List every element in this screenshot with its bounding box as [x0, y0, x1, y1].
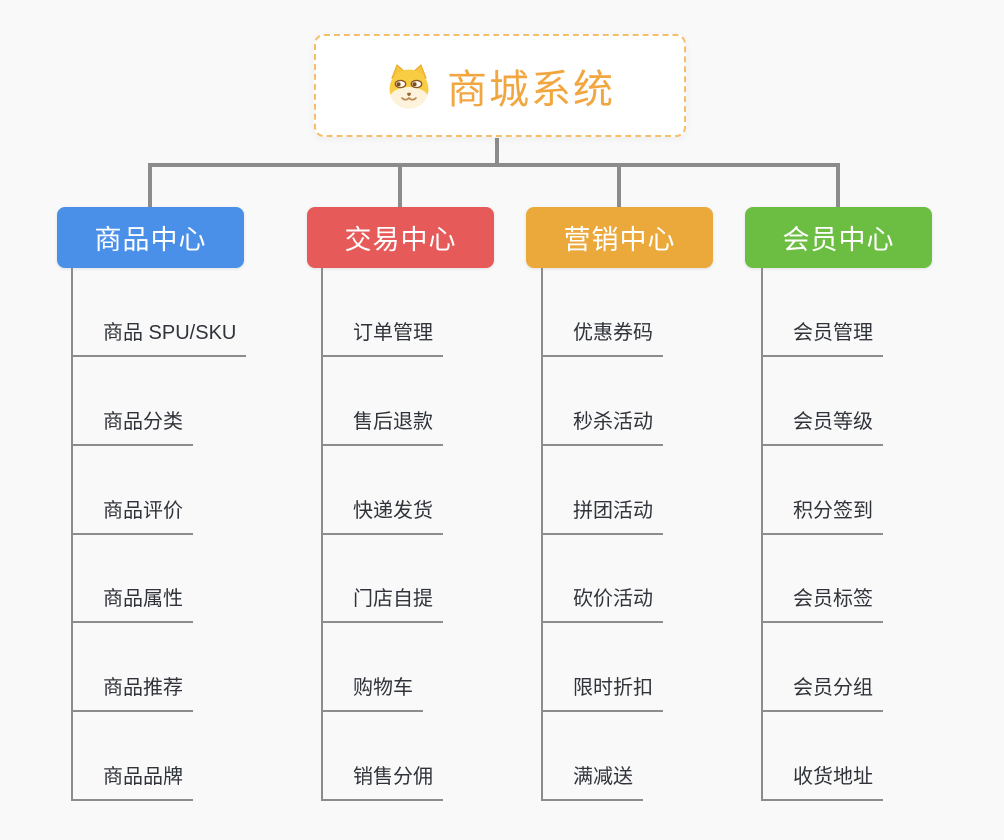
tree-leaf[interactable]: 快递发货 — [323, 496, 443, 535]
tree-leaf[interactable]: 订单管理 — [323, 318, 443, 357]
tree-leaf[interactable]: 会员标签 — [763, 584, 883, 623]
tree-leaf[interactable]: 收货地址 — [763, 762, 883, 801]
connector-drop-trade — [398, 163, 402, 207]
doge-icon — [389, 63, 429, 108]
tree-leaf[interactable]: 售后退款 — [323, 407, 443, 446]
tree-leaf[interactable]: 购物车 — [323, 673, 423, 712]
tree-leaf[interactable]: 会员等级 — [763, 407, 883, 446]
connector-horizontal-bus — [148, 163, 840, 167]
tree-leaf[interactable]: 砍价活动 — [543, 584, 663, 623]
tree-leaf[interactable]: 销售分佣 — [323, 762, 443, 801]
tree-leaf[interactable]: 商品分类 — [73, 407, 193, 446]
tree-leaf[interactable]: 拼团活动 — [543, 496, 663, 535]
tree-leaf[interactable]: 会员管理 — [763, 318, 883, 357]
branch-header-product-center[interactable]: 商品中心 — [57, 207, 244, 268]
connector-drop-member — [836, 163, 840, 207]
branch-header-trade-center[interactable]: 交易中心 — [307, 207, 494, 268]
tree-leaf[interactable]: 满减送 — [543, 762, 643, 801]
tree-leaf[interactable]: 优惠券码 — [543, 318, 663, 357]
tree-leaf[interactable]: 限时折扣 — [543, 673, 663, 712]
connector-drop-marketing — [617, 163, 621, 207]
tree-leaf[interactable]: 会员分组 — [763, 673, 883, 712]
branch-column-trade: 订单管理 售后退款 快递发货 门店自提 购物车 销售分佣 — [321, 268, 556, 801]
tree-leaf[interactable]: 商品品牌 — [73, 762, 193, 801]
branch-header-marketing-center[interactable]: 营销中心 — [526, 207, 713, 268]
tree-leaf[interactable]: 门店自提 — [323, 584, 443, 623]
tree-leaf[interactable]: 秒杀活动 — [543, 407, 663, 446]
root-node[interactable]: 商城系统 — [314, 34, 686, 137]
connector-drop-product — [148, 163, 152, 207]
tree-leaf[interactable]: 商品属性 — [73, 584, 193, 623]
connector-root-stub — [495, 138, 499, 164]
branch-column-marketing: 优惠券码 秒杀活动 拼团活动 砍价活动 限时折扣 满减送 — [541, 268, 776, 801]
branch-header-member-center[interactable]: 会员中心 — [745, 207, 932, 268]
root-title: 商城系统 — [447, 67, 615, 112]
tree-leaf[interactable]: 商品评价 — [73, 496, 193, 535]
tree-leaf[interactable]: 商品 SPU/SKU — [73, 318, 247, 357]
branch-column-product: 商品 SPU/SKU 商品分类 商品评价 商品属性 商品推荐 商品品牌 — [71, 268, 306, 801]
tree-leaf[interactable]: 商品推荐 — [73, 673, 193, 712]
tree-leaf[interactable]: 积分签到 — [763, 496, 883, 535]
branch-column-member: 会员管理 会员等级 积分签到 会员标签 会员分组 收货地址 — [761, 268, 996, 801]
